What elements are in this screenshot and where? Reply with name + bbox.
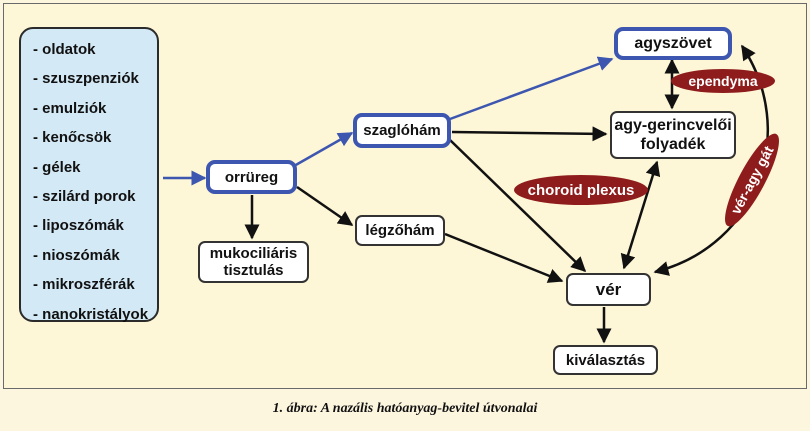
node-mukociliaris: mukociliáris tisztulás bbox=[198, 241, 309, 283]
formulation-item: - kenőcsök bbox=[33, 129, 112, 147]
node-ver: vér bbox=[566, 273, 651, 306]
arrow-liquor-ver bbox=[620, 160, 661, 270]
node-legzoham: légzőhám bbox=[355, 215, 445, 246]
node-orrureg-label: orrüreg bbox=[224, 168, 279, 186]
arrow-orrureg-to-szaglohám bbox=[293, 131, 354, 168]
formulation-item: - oldatok bbox=[33, 41, 96, 58]
formulation-item: - emulziók bbox=[33, 99, 107, 117]
label-choroid-plexus-text: choroid plexus bbox=[527, 181, 635, 199]
formulation-item: - szuszpenziók bbox=[33, 70, 139, 88]
node-szaglohám: szaglóhám bbox=[353, 113, 451, 148]
label-ependyma-text: ependyma bbox=[688, 73, 758, 89]
node-ver-label: vér bbox=[595, 280, 622, 299]
formulation-item: - nanokristályok bbox=[33, 305, 149, 323]
node-liquor-line1: agy-gerincvelői bbox=[614, 117, 732, 134]
arrow-orrureg-to-legzoham bbox=[296, 185, 354, 227]
arrow-legzoham-to-ver bbox=[444, 232, 564, 283]
arrow-szaglohám-to-ver bbox=[449, 139, 587, 273]
formulation-item: - gélek bbox=[33, 158, 81, 176]
formulation-item: - nioszómák bbox=[33, 246, 120, 264]
formulation-item: - mikroszférák bbox=[33, 276, 135, 294]
node-kivalasztas-label: kiválasztás bbox=[565, 351, 646, 369]
node-liquor-line2: folyadék bbox=[640, 136, 706, 153]
figure-caption: 1. ábra: A nazális hatóanyag-bevitel útv… bbox=[272, 401, 538, 416]
label-ependyma: ependyma bbox=[671, 69, 775, 93]
node-agyszovet: agyszövet bbox=[614, 27, 732, 60]
node-orrureg: orrüreg bbox=[206, 160, 297, 194]
node-agyszovet-label: agyszövet bbox=[634, 35, 712, 52]
node-kivalasztas: kiválasztás bbox=[553, 345, 658, 375]
node-mukociliaris-line2: tisztulás bbox=[223, 262, 284, 279]
node-mukociliaris-line1: mukociliáris bbox=[209, 245, 298, 262]
arrow-szaglohám-to-liquor bbox=[451, 126, 608, 142]
node-legzoham-label: légzőhám bbox=[365, 222, 435, 239]
node-szaglohám-label: szaglóhám bbox=[363, 122, 441, 139]
arrow-szaglohám-to-agyszovet bbox=[449, 56, 614, 121]
formulation-item: - szilárd porok bbox=[33, 187, 136, 205]
formulation-list: - oldatok - szuszpenziók - emulziók - kenőc… bbox=[19, 27, 159, 323]
node-liquor: agy-gerincvelői folyadék bbox=[610, 111, 736, 159]
formulation-item: - liposzómák bbox=[33, 217, 124, 235]
label-choroid-plexus: choroid plexus bbox=[514, 175, 648, 205]
